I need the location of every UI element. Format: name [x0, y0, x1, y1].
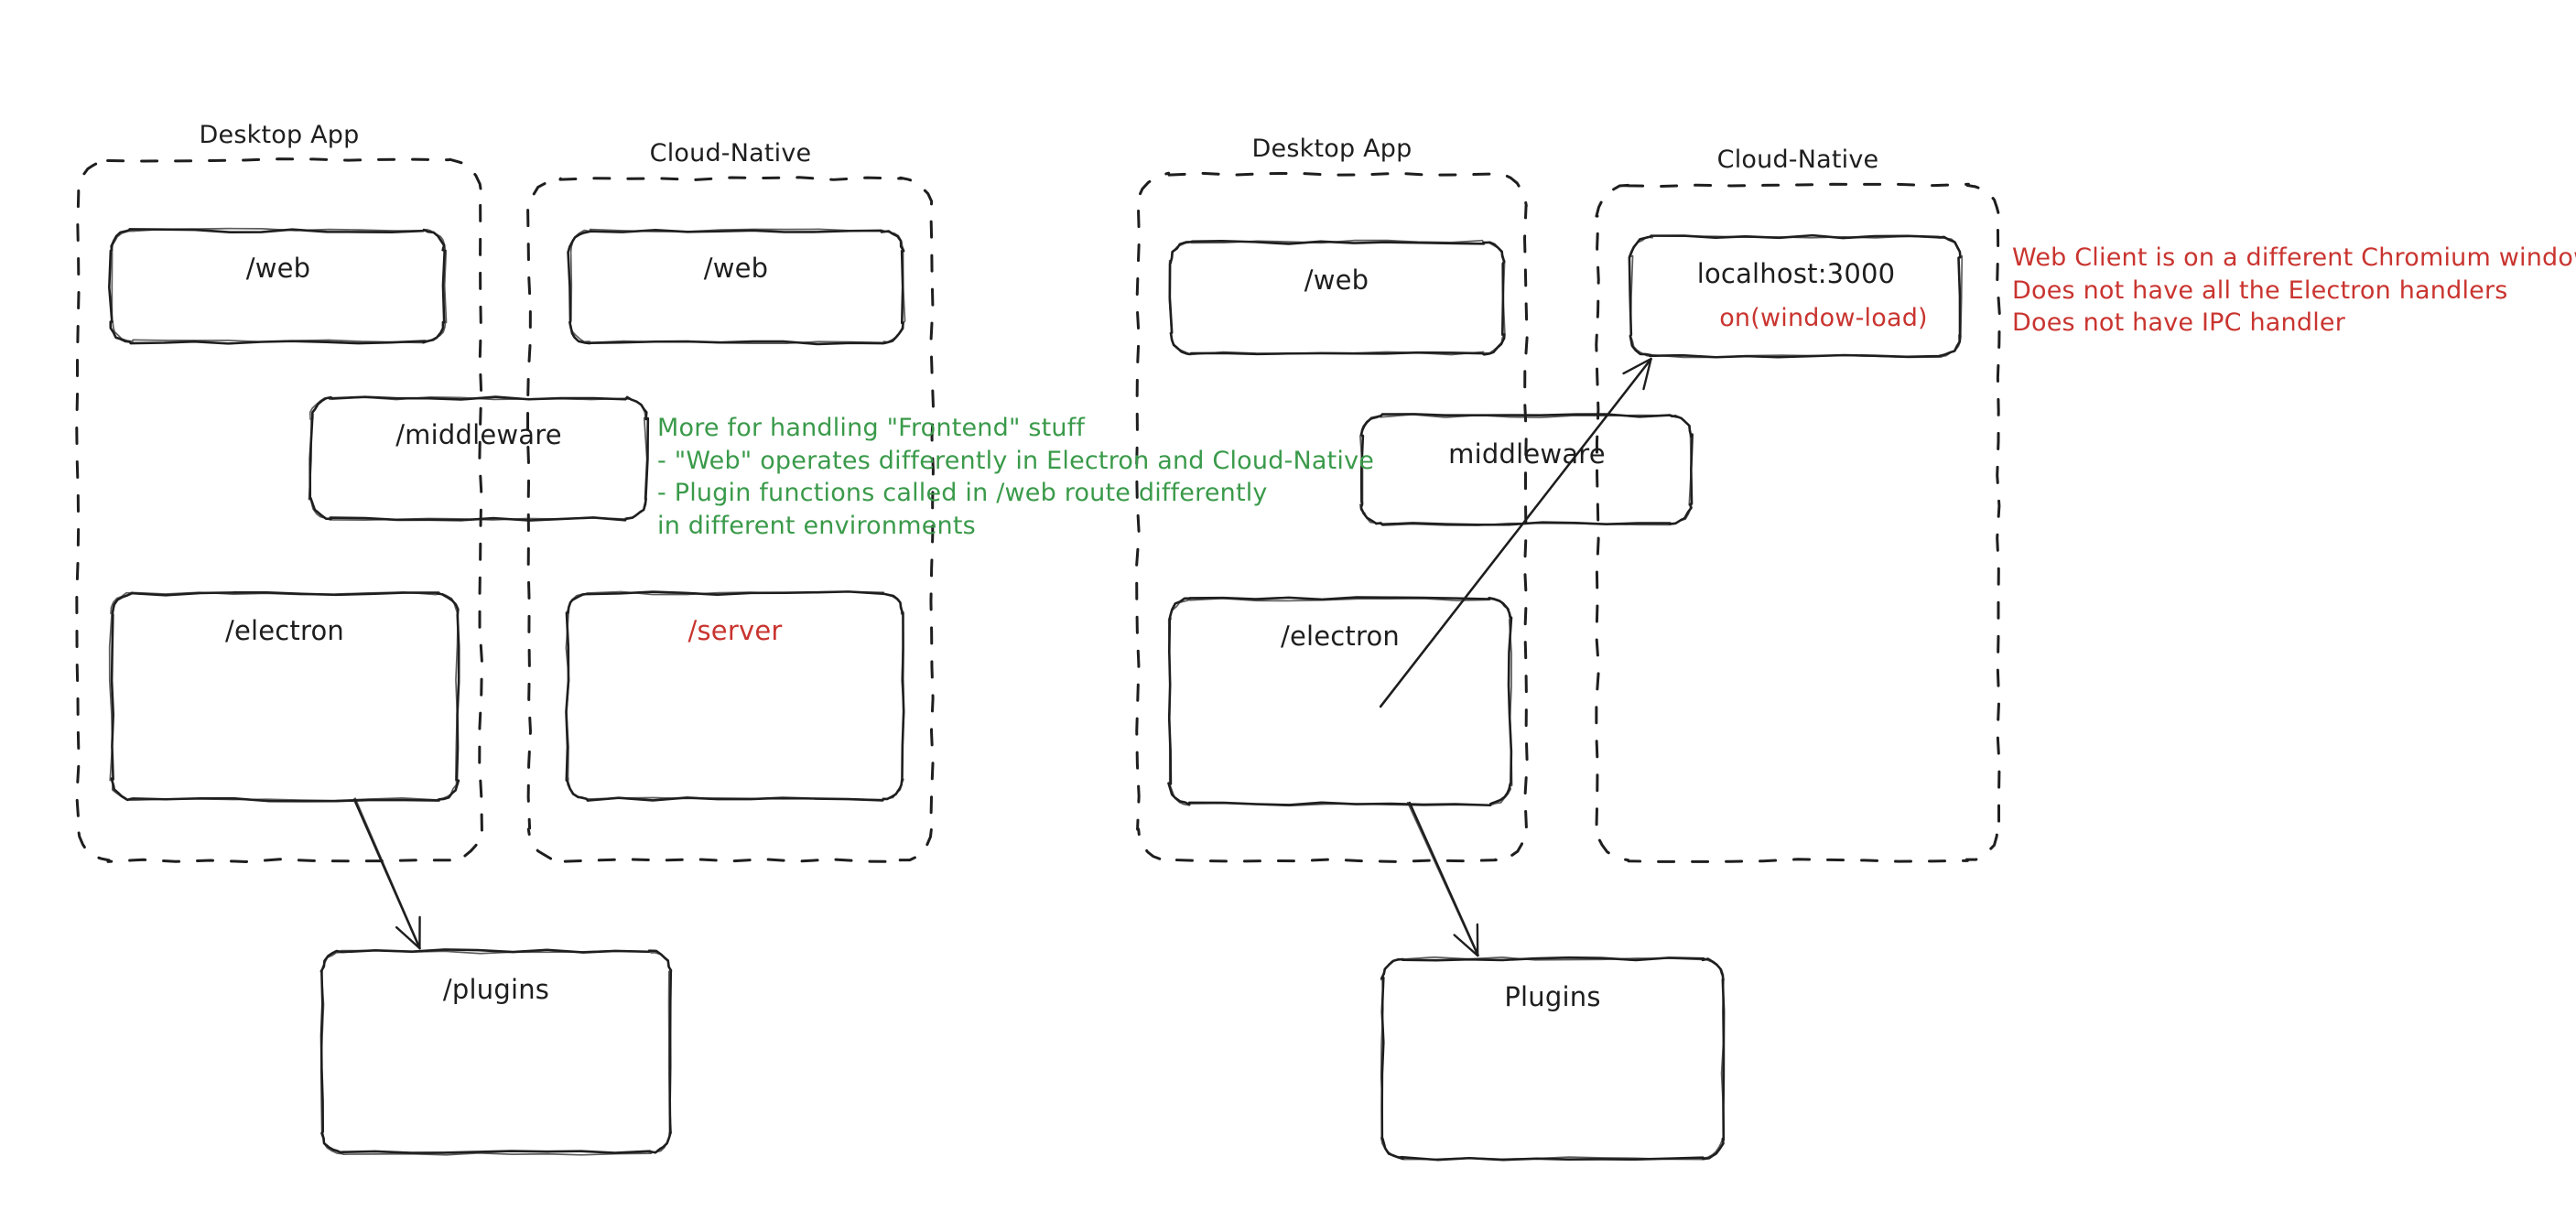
annotation-line: Web Client is on a different Chromium wi…: [2012, 243, 2576, 272]
node-label-right-web: /web: [1304, 265, 1369, 296]
node-label-left-middleware: /middleware: [395, 419, 562, 450]
node-label-left-plugins: /plugins: [442, 974, 550, 1005]
node-box[interactable]: [567, 228, 906, 346]
node-label-right-plugins: Plugins: [1504, 981, 1601, 1012]
node-box[interactable]: [108, 227, 448, 345]
annotation-left-green-note: More for handling "Frontend" stuff - "Web…: [657, 412, 1374, 543]
node-label-left-web-desktop: /web: [245, 253, 311, 284]
group-title-right-cloud-native: Cloud-Native: [1716, 146, 1879, 174]
group-title-left-desktop-app: Desktop App: [199, 121, 360, 149]
node-label-left-web-cloud: /web: [703, 253, 769, 284]
node-box[interactable]: [308, 395, 650, 522]
arrow: [1406, 801, 1479, 957]
node-box[interactable]: [1628, 233, 1964, 359]
annotation-line: in different environments: [657, 511, 976, 540]
arrow: [352, 797, 421, 950]
group-title-left-cloud-native: Cloud-Native: [649, 139, 812, 168]
annotation-line: Does not have all the Electron handlers: [2012, 276, 2508, 305]
node-label-left-server: /server: [687, 615, 783, 646]
annotation-line: Does not have IPC handler: [2012, 308, 2346, 338]
node-label-right-electron: /electron: [1280, 621, 1401, 652]
annotation-line: More for handling "Frontend" stuff: [657, 414, 1086, 442]
group-title-right-desktop-app: Desktop App: [1251, 135, 1412, 163]
annotation-line: - Plugin functions called in /web route …: [657, 479, 1268, 508]
node-label-right-localhost: localhost:3000: [1696, 258, 1896, 289]
annotation-line: - "Web" operates differently in Electron…: [657, 446, 1375, 475]
annotation-right-red-note: Web Client is on a different Chromium wi…: [2012, 242, 2576, 340]
node-label-left-electron: /electron: [224, 615, 345, 646]
arrow: [1379, 357, 1652, 708]
node-sublabel-right-localhost: on(window-load): [1719, 304, 1928, 332]
node-label-right-middleware: middleware: [1448, 438, 1606, 470]
